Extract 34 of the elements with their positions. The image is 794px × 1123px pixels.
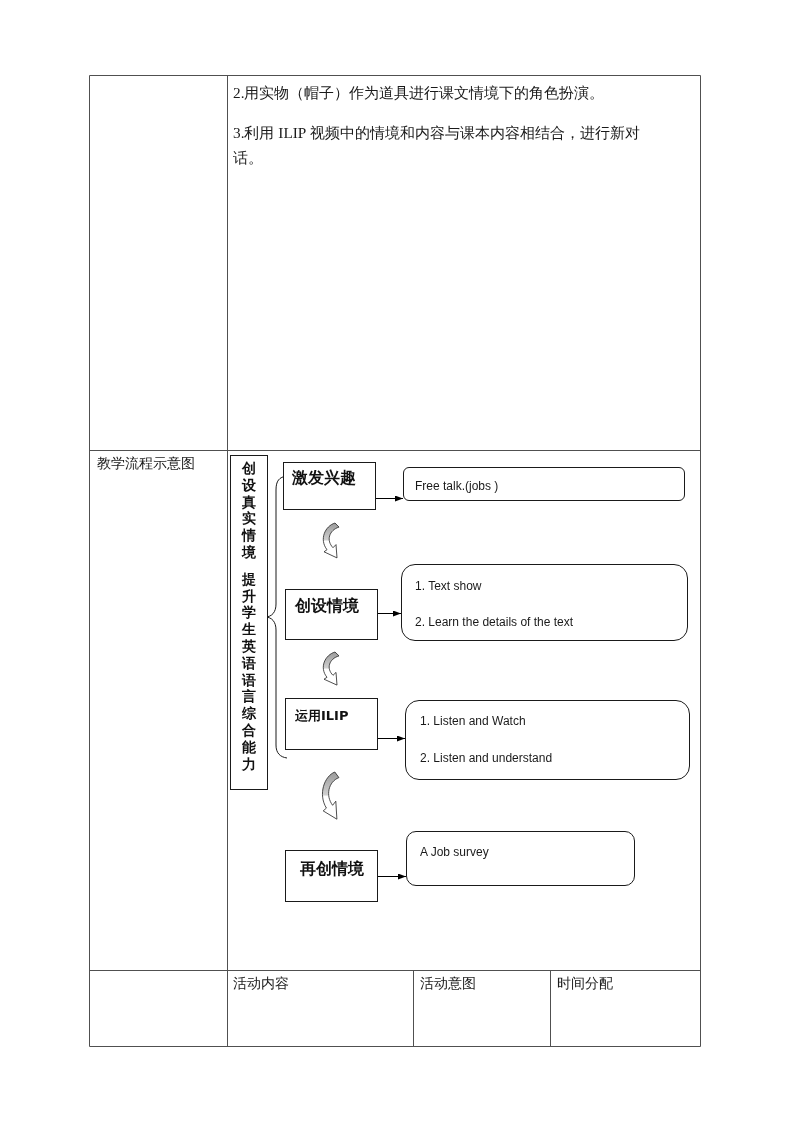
- column-heading: 活动意图: [420, 974, 476, 992]
- process-box: [285, 589, 378, 640]
- list-item: 2. Learn the details of the text: [415, 615, 575, 629]
- box-label: 创设情境: [295, 597, 360, 615]
- row-heading: 教学流程示意图: [97, 454, 195, 472]
- vertical-text-box: [230, 455, 268, 790]
- process-box: [285, 698, 378, 750]
- vertical-label: 提升学生英语语言综合能力: [242, 570, 256, 773]
- curved-arrow: [322, 771, 340, 820]
- arrow: [377, 735, 406, 742]
- rounded-box: [401, 564, 688, 641]
- arrow: [377, 873, 407, 880]
- curved-arrow: [322, 522, 340, 559]
- arrow: [375, 495, 404, 502]
- list-item: 1. Text show: [415, 579, 483, 593]
- list-item: A Job survey: [420, 845, 490, 859]
- rounded-box: [405, 700, 690, 780]
- rounded-box: [403, 467, 685, 501]
- box-label: 再创情境: [300, 860, 365, 878]
- box-label: 激发兴趣: [292, 469, 357, 487]
- arrow: [377, 610, 402, 617]
- column-heading: 活动内容: [233, 974, 289, 992]
- vertical-label: 创设真实情境: [242, 460, 256, 561]
- list-item: Free talk.(jobs ): [415, 479, 500, 493]
- rounded-box: [406, 831, 635, 886]
- list-item: 1. Listen and Watch: [420, 714, 527, 728]
- process-box: [285, 850, 378, 902]
- step-text: 3.利用 ILIP 视频中的情境和内容与课本内容相结合，进行新对话。: [233, 123, 641, 168]
- box-label: 运用ILIP: [295, 707, 350, 725]
- list-item: 2. Listen and understand: [420, 751, 554, 765]
- step-text: 2.用实物（帽子）作为道具进行课文情境下的角色扮演。: [233, 83, 606, 103]
- curved-arrow: [322, 651, 340, 686]
- process-box: [283, 462, 376, 510]
- column-heading: 时间分配: [557, 974, 613, 992]
